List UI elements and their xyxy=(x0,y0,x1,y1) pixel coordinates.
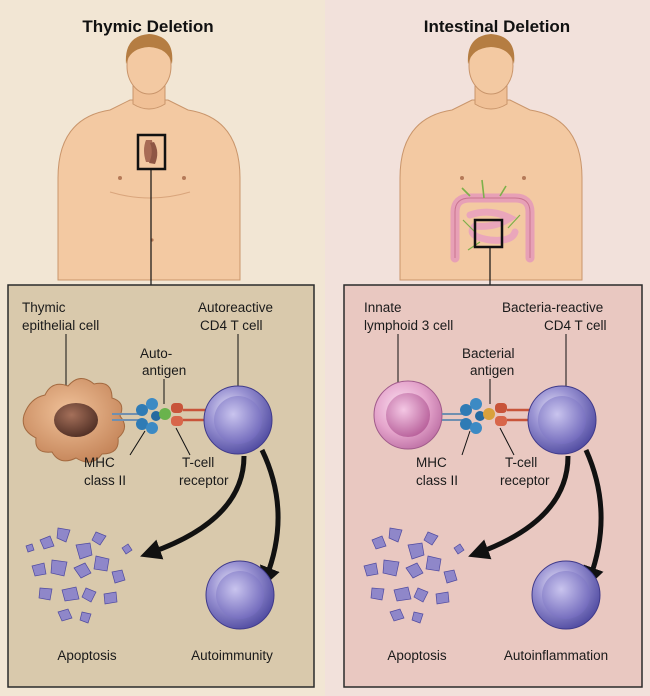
right-t-cell-label: Bacteria-reactive CD4 T cell xyxy=(502,300,607,333)
svg-text:T-cell: T-cell xyxy=(505,455,537,470)
svg-text:Thymic: Thymic xyxy=(22,300,66,315)
left-mhc-tcr-complex xyxy=(112,398,206,434)
left-autoimmunity-t-cell xyxy=(205,560,275,630)
left-presenting-cell-label: Thymic epithelial cell xyxy=(22,300,99,333)
right-autoinflammation-arrow xyxy=(583,448,604,588)
svg-text:CD4 T cell: CD4 T cell xyxy=(544,318,607,333)
right-panel-title: Intestinal Deletion xyxy=(424,17,570,36)
right-presenting-cell-label: Innate lymphoid 3 cell xyxy=(364,300,453,333)
left-antigen-label: Auto- antigen xyxy=(140,346,186,378)
left-autoimmunity-arrow xyxy=(259,448,281,588)
svg-text:receptor: receptor xyxy=(179,473,229,488)
svg-text:CD4 T cell: CD4 T cell xyxy=(200,318,263,333)
svg-text:antigen: antigen xyxy=(142,363,186,378)
left-auto-antigen xyxy=(159,408,171,420)
right-autoinflammation-t-cell xyxy=(531,560,601,630)
right-mhc-label: MHC class II xyxy=(416,455,458,488)
left-t-cell-receptor xyxy=(171,403,206,426)
right-t-cell-receptor xyxy=(495,403,530,426)
svg-text:Auto-: Auto- xyxy=(140,346,172,361)
right-bacterial-antigen xyxy=(483,408,495,420)
thymic-epithelial-cell xyxy=(22,378,125,463)
right-apoptosis-fragments xyxy=(363,527,465,624)
left-panel-title: Thymic Deletion xyxy=(82,17,213,36)
left-outcome-apoptosis: Apoptosis xyxy=(57,648,117,663)
innate-lymphoid-3-cell xyxy=(373,380,443,450)
right-tcr-label: T-cell receptor xyxy=(500,455,550,488)
svg-text:class II: class II xyxy=(416,473,458,488)
right-bacteria-reactive-t-cell xyxy=(527,385,597,455)
svg-text:class II: class II xyxy=(84,473,126,488)
svg-text:Innate: Innate xyxy=(364,300,402,315)
left-t-cell-label: Autoreactive CD4 T cell xyxy=(198,300,273,333)
left-autoreactive-t-cell xyxy=(203,385,273,455)
left-mhc-label: MHC class II xyxy=(84,455,126,488)
left-outcome-autoimmunity: Autoimmunity xyxy=(191,648,273,663)
right-human-figure xyxy=(399,34,583,285)
svg-text:MHC: MHC xyxy=(416,455,447,470)
left-mhc-molecule xyxy=(136,398,161,434)
svg-text:epithelial cell: epithelial cell xyxy=(22,318,99,333)
right-antigen-label: Bacterial antigen xyxy=(462,346,515,378)
svg-text:T-cell: T-cell xyxy=(182,455,214,470)
left-apoptosis-fragments xyxy=(25,527,133,624)
right-outcome-autoinflammation: Autoinflammation xyxy=(504,648,608,663)
left-apoptosis-arrow xyxy=(140,455,247,560)
svg-text:Bacteria-reactive: Bacteria-reactive xyxy=(502,300,603,315)
svg-text:Bacterial: Bacterial xyxy=(462,346,515,361)
left-tcr-label: T-cell receptor xyxy=(179,455,229,488)
right-apoptosis-arrow xyxy=(468,455,571,560)
svg-text:lymphoid 3 cell: lymphoid 3 cell xyxy=(364,318,453,333)
svg-text:receptor: receptor xyxy=(500,473,550,488)
svg-text:Autoreactive: Autoreactive xyxy=(198,300,273,315)
right-mhc-molecule xyxy=(460,398,485,434)
right-mhc-tcr-complex xyxy=(442,398,530,434)
right-outcome-apoptosis: Apoptosis xyxy=(387,648,447,663)
svg-text:MHC: MHC xyxy=(84,455,115,470)
left-human-figure xyxy=(57,34,241,285)
svg-text:antigen: antigen xyxy=(470,363,514,378)
